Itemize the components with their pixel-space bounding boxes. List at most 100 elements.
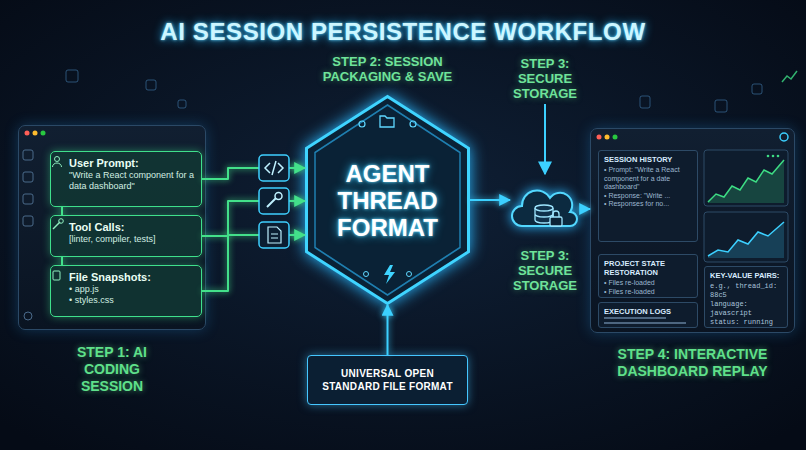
floating-icon	[752, 84, 762, 94]
session-item-box: User Prompt:"Write a React component for…	[50, 151, 202, 207]
flow-connector	[580, 208, 590, 210]
window-dot	[605, 135, 610, 140]
database-icon	[535, 205, 553, 211]
wrench-icon	[275, 193, 282, 200]
panel-line: • Prompt: "Write a React component for a…	[604, 166, 692, 192]
floating-icon	[66, 70, 78, 82]
lock-icon	[550, 217, 562, 226]
session-item-box: Tool Calls:[linter, compiler, tests]	[50, 215, 202, 257]
wrench-icon	[267, 198, 276, 207]
panel-line: • Files re-loaded	[604, 279, 692, 288]
key-value-line: language: javascript	[710, 300, 782, 318]
chart-dot	[767, 155, 770, 158]
standard-box: UNIVERSAL OPEN STANDARD FILE FORMAT	[307, 355, 468, 405]
panel-line: • Responses for no...	[604, 200, 692, 209]
window-dot	[613, 135, 618, 140]
step-label: STEP 4: INTERACTIVE DASHBOARD REPLAY	[613, 346, 773, 380]
storage-cloud: STEP 3: SECURE STORAGE	[510, 178, 580, 240]
gear-icon	[359, 121, 365, 127]
cloud-outline	[510, 178, 580, 240]
gear-icon	[410, 121, 416, 127]
panel-heading: EXECUTION LOGS	[604, 307, 692, 316]
floating-icon	[178, 100, 186, 108]
dashboard-panel: SESSION HISTORY • Prompt: "Write a React …	[598, 150, 698, 242]
chart-line	[708, 160, 784, 202]
document-icon	[259, 222, 289, 248]
file-item: • styles.css	[69, 295, 196, 306]
wrench-icon	[59, 219, 64, 224]
chart-panel	[704, 150, 788, 206]
code-icon	[265, 161, 283, 175]
gear-icon	[364, 272, 369, 277]
file-item: • app.js	[69, 284, 196, 295]
diagram-title: AI SESSION PERSISTENCE WORKFLOW	[0, 17, 806, 47]
dashboard-panel: EXECUTION LOGS	[598, 302, 698, 328]
cloud-shape	[512, 190, 577, 226]
sidebar-icon	[23, 150, 33, 160]
dashboard-window: STEP 4: INTERACTIVE DASHBOARD REPLAYSESS…	[590, 128, 795, 333]
window-button	[780, 133, 788, 141]
dashboard-panel: KEY-VALUE PAIRS: e.g., thread_id: 88c5lan…	[704, 266, 788, 328]
step-label: STEP 3: SECURE STORAGE	[495, 248, 595, 293]
step-label: STEP 1: AI CODING SESSION	[57, 344, 167, 395]
format-hexagon: AGENT THREAD FORMAT	[305, 95, 470, 305]
sidebar-icon	[23, 172, 33, 182]
session-item-box: File Snapshots:• app.js• styles.css	[50, 265, 202, 317]
flow-connector	[61, 257, 63, 265]
code-icon	[259, 155, 289, 181]
panel-line: • Response: "Write ...	[604, 192, 692, 201]
wrench-icon	[53, 222, 60, 229]
item-heading: File Snapshots:	[69, 271, 196, 284]
lightning-icon	[384, 265, 395, 284]
standard-name: UNIVERSAL OPEN STANDARD FILE FORMAT	[318, 367, 457, 393]
chart-dot	[772, 155, 775, 158]
flow-connector	[470, 199, 510, 201]
chart-dot	[777, 155, 780, 158]
lock-icon	[553, 211, 559, 217]
panel-heading: SESSION HISTORY	[604, 155, 692, 164]
flow-connector	[387, 305, 389, 355]
flow-connector	[61, 207, 63, 215]
item-body: "Write a React component for a data dash…	[69, 170, 196, 192]
gear-icon	[407, 272, 412, 277]
floating-icon	[782, 71, 797, 82]
step-label: STEP 3: SECURE STORAGE	[495, 56, 595, 101]
leader-arrow	[544, 104, 546, 174]
item-heading: User Prompt:	[69, 157, 196, 170]
window-dot	[41, 131, 46, 136]
key-value-line: e.g., thread_id: 88c5	[710, 282, 782, 300]
chart-area	[708, 160, 784, 203]
window-dot	[33, 131, 38, 136]
key-value-line: status: running	[710, 318, 782, 327]
panel-heading: PROJECT STATE RESTORATION	[604, 259, 692, 277]
dashboard-panel: PROJECT STATE RESTORATION • Files re-load…	[598, 254, 698, 298]
chart-panel	[704, 212, 788, 262]
item-body: [linter, compiler, tests]	[69, 234, 196, 245]
folder-icon	[380, 116, 394, 127]
floating-icon	[146, 80, 156, 90]
floating-icon	[640, 96, 650, 108]
chart-line	[708, 222, 784, 256]
panel-heading: KEY-VALUE PAIRS:	[710, 271, 782, 280]
file-icon	[53, 271, 60, 280]
sidebar-icon	[23, 194, 33, 204]
log-line	[604, 317, 666, 319]
sidebar-icon	[23, 216, 33, 226]
format-name: AGENT THREAD FORMAT	[305, 160, 470, 241]
session-window: STEP 1: AI CODING SESSIONUser Prompt:"Wr…	[18, 125, 206, 330]
floating-icon	[715, 100, 727, 112]
sidebar-icon	[24, 312, 32, 320]
flow-connector	[202, 235, 305, 291]
user-icon	[53, 163, 62, 167]
item-heading: Tool Calls:	[69, 221, 196, 234]
flow-connector	[202, 201, 305, 236]
document-icon	[268, 227, 281, 243]
chart-area	[708, 222, 784, 258]
user-icon	[55, 157, 60, 162]
wrench-icon	[259, 188, 289, 214]
window-dot	[25, 131, 30, 136]
log-line	[604, 322, 686, 324]
window-dot	[597, 135, 602, 140]
panel-line: • Files re-loaded	[604, 288, 692, 297]
